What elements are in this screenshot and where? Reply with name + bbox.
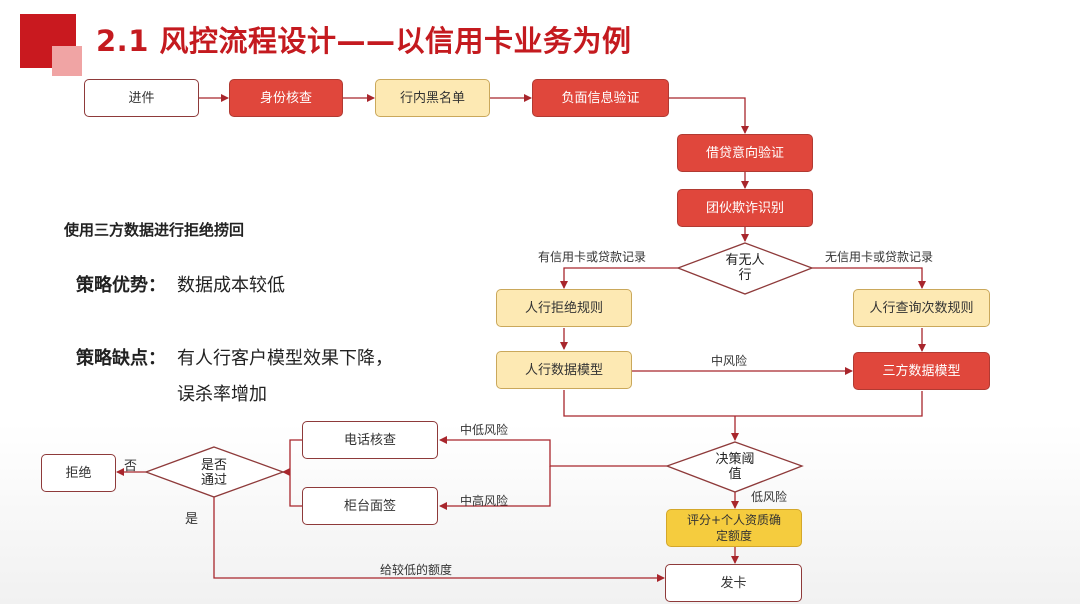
edge-juece-guitai <box>439 466 551 510</box>
edge-youwu-renhang-jujue <box>560 267 678 289</box>
node-jiedai-yixiang: 借贷意向验证 <box>677 134 813 172</box>
node-guitai-mianqian: 柜台面签 <box>302 487 438 525</box>
edge-shifou-faka <box>213 497 665 582</box>
decision-juece-line-1: 决策阈 <box>715 452 755 467</box>
label-shi: 是 <box>185 512 199 527</box>
node-pingfen-line-1: 评分+个人资质确 <box>686 513 782 527</box>
label-zhong-fengxian: 中风险 <box>711 354 748 368</box>
node-jujue: 拒绝 <box>41 454 116 492</box>
label-zhonggao-fengxian: 中高风险 <box>460 494 509 508</box>
decision-shifou-tongguo: 是否通过 <box>169 455 259 491</box>
node-pingfen-edu: 评分+个人资质确定额度 <box>666 509 802 547</box>
label-zhongdi-fengxian: 中低风险 <box>460 423 509 437</box>
node-renhang-shuju-moxing: 人行数据模型 <box>496 351 632 389</box>
decision-youwu-line-1: 有无人 <box>725 253 765 268</box>
decision-shifou-shape <box>144 446 285 498</box>
node-pingfen-line-2: 定额度 <box>715 529 752 543</box>
node-renhang-jujue-guize: 人行拒绝规则 <box>496 289 632 327</box>
edge-fumian-yixiang <box>669 97 749 134</box>
page-title: 2.1 风控流程设计——以信用卡业务为例 <box>96 24 632 58</box>
edge-merge <box>563 390 923 417</box>
node-dianhua-hecha: 电话核查 <box>302 421 438 459</box>
label-jiaodi-edu: 给较低的额度 <box>380 563 453 577</box>
node-sanfang-shuju-moxing: 三方数据模型 <box>853 352 990 390</box>
node-renhang-chaxun-guize: 人行查询次数规则 <box>853 289 990 327</box>
advantage-label: 策略优势： <box>76 275 166 296</box>
decision-shifou-line-2: 通过 <box>200 473 227 488</box>
strategy-heading: 使用三方数据进行拒绝捞回 <box>64 221 245 239</box>
label-wu-xinyong: 无信用卡或贷款记录 <box>825 250 934 264</box>
decision-shifou-line-1: 是否 <box>200 458 227 473</box>
node-fumian-xinxi: 负面信息验证 <box>532 79 669 117</box>
label-you-xinyong: 有信用卡或贷款记录 <box>538 250 647 264</box>
decision-youwu-renhang: 有无人行 <box>700 250 790 286</box>
decision-juece-yuzhi: 决策阈值 <box>690 449 780 485</box>
node-jinjian: 进件 <box>84 79 199 117</box>
advantage-text: 数据成本较低 <box>177 275 285 296</box>
node-tuanhuo-qizha: 团伙欺诈识别 <box>677 189 813 227</box>
node-shenfen-hecha: 身份核查 <box>229 79 343 117</box>
label-di-fengxian: 低风险 <box>751 490 788 504</box>
decision-youwu-shape <box>676 242 814 295</box>
edge-youwu-renhang-chaxun <box>812 267 926 289</box>
edge-checks-join <box>289 439 302 507</box>
disadvantage-line-1: 有人行客户模型效果下降， <box>177 348 393 369</box>
label-fou: 否 <box>124 459 138 474</box>
node-faka: 发卡 <box>665 564 802 602</box>
logo-pink-square <box>52 46 82 76</box>
disadvantage-label: 策略缺点： <box>76 348 166 369</box>
edge-juece-dianhua <box>439 436 667 467</box>
decision-juece-shape <box>665 441 804 493</box>
disadvantage-line-2: 误杀率增加 <box>177 384 267 405</box>
node-hangnei-heimingdan: 行内黑名单 <box>375 79 490 117</box>
decision-youwu-line-2: 行 <box>738 268 752 283</box>
decision-juece-line-2: 值 <box>728 467 742 482</box>
